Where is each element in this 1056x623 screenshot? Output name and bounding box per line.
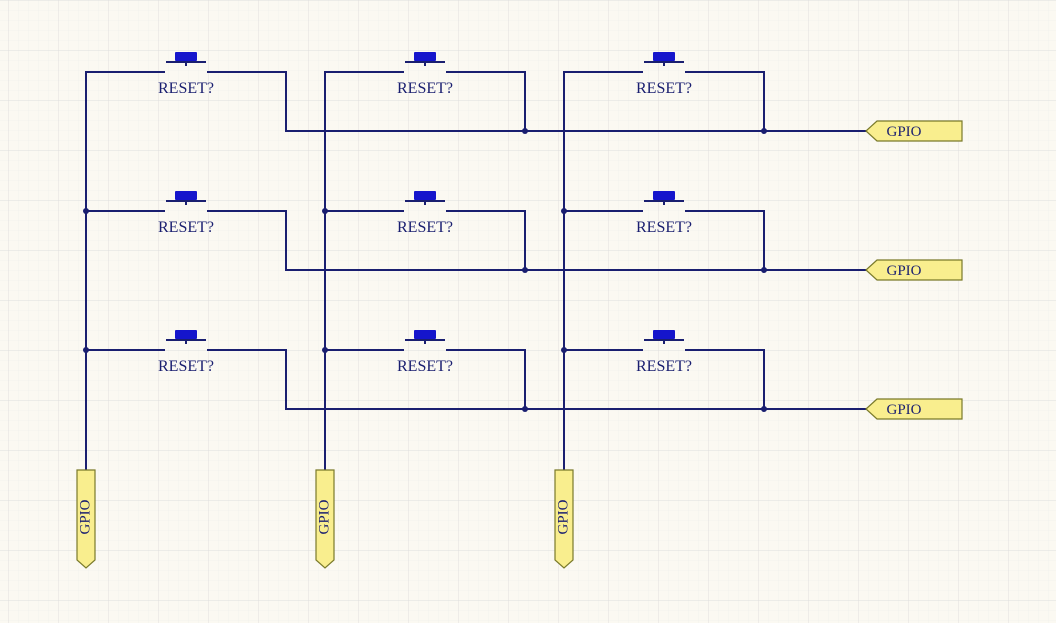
switch-right-lead (207, 71, 287, 132)
wire-junction-dot (761, 267, 767, 273)
port-arrow-icon (554, 469, 574, 569)
column-gpio-port: GPIO (76, 469, 96, 569)
switch-right-lead (685, 71, 765, 132)
wire-junction-dot (322, 208, 328, 214)
push-button-switch: RESET? (324, 330, 526, 410)
switch-label: RESET? (397, 358, 453, 375)
wire-junction-dot (83, 208, 89, 214)
switch-right-lead (446, 210, 526, 271)
push-button-switch: RESET? (563, 330, 765, 410)
push-button-cap-icon (414, 191, 436, 200)
wire-junction-dot (322, 347, 328, 353)
port-label: GPIO (886, 124, 921, 140)
switch-label: RESET? (397, 80, 453, 97)
row-gpio-port: GPIO (865, 120, 963, 142)
wire-junction-dot (561, 347, 567, 353)
push-button-switch: RESET? (85, 52, 287, 132)
switch-label: RESET? (636, 80, 692, 97)
wire-junction-dot (522, 267, 528, 273)
push-button-cap-icon (175, 52, 197, 61)
wires (85, 71, 867, 471)
wire-junction-dot (522, 128, 528, 134)
port-label: GPIO (316, 499, 332, 534)
switch-label: RESET? (636, 358, 692, 375)
switch-right-lead (446, 349, 526, 410)
push-button-cap-icon (653, 191, 675, 200)
switch-right-lead (207, 210, 287, 271)
push-button-switch: RESET? (324, 191, 526, 271)
switch-label: RESET? (158, 80, 214, 97)
switch-label: RESET? (158, 219, 214, 236)
push-button-cap-icon (175, 191, 197, 200)
wire-junction-dot (761, 128, 767, 134)
push-button-cap-icon (414, 330, 436, 339)
push-button-cap-icon (653, 330, 675, 339)
switch-right-lead (685, 210, 765, 271)
wire-junction-dot (761, 406, 767, 412)
push-button-cap-icon (653, 52, 675, 61)
push-button-switch: RESET? (563, 52, 765, 132)
push-button-switch: RESET? (324, 52, 526, 132)
switch-right-lead (207, 349, 287, 410)
row-gpio-port: GPIO (865, 259, 963, 281)
port-arrow-icon (315, 469, 335, 569)
net-ports: GPIO GPIO GPIO GPIO GPIO GPIO (76, 120, 963, 569)
row-gpio-port: GPIO (865, 398, 963, 420)
wire-junction-dot (83, 347, 89, 353)
junctions (83, 128, 767, 412)
push-button-switch: RESET? (85, 330, 287, 410)
switch-right-lead (446, 71, 526, 132)
port-arrow-icon (865, 120, 963, 142)
switch-label: RESET? (158, 358, 214, 375)
port-arrow-icon (76, 469, 96, 569)
port-label: GPIO (555, 499, 571, 534)
push-button-cap-icon (175, 330, 197, 339)
port-label: GPIO (77, 499, 93, 534)
switch-label: RESET? (636, 219, 692, 236)
column-gpio-port: GPIO (554, 469, 574, 569)
push-button-switch: RESET? (85, 191, 287, 271)
wire-junction-dot (522, 406, 528, 412)
port-label: GPIO (886, 263, 921, 279)
switch-right-lead (685, 349, 765, 410)
column-gpio-port: GPIO (315, 469, 335, 569)
port-label: GPIO (886, 402, 921, 418)
port-arrow-icon (865, 398, 963, 420)
switches: RESET? RESET? RESET? RESET? RESET? RESET? RESE… (85, 52, 765, 410)
port-arrow-icon (865, 259, 963, 281)
push-button-switch: RESET? (563, 191, 765, 271)
switch-label: RESET? (397, 219, 453, 236)
wire-junction-dot (561, 208, 567, 214)
push-button-cap-icon (414, 52, 436, 61)
